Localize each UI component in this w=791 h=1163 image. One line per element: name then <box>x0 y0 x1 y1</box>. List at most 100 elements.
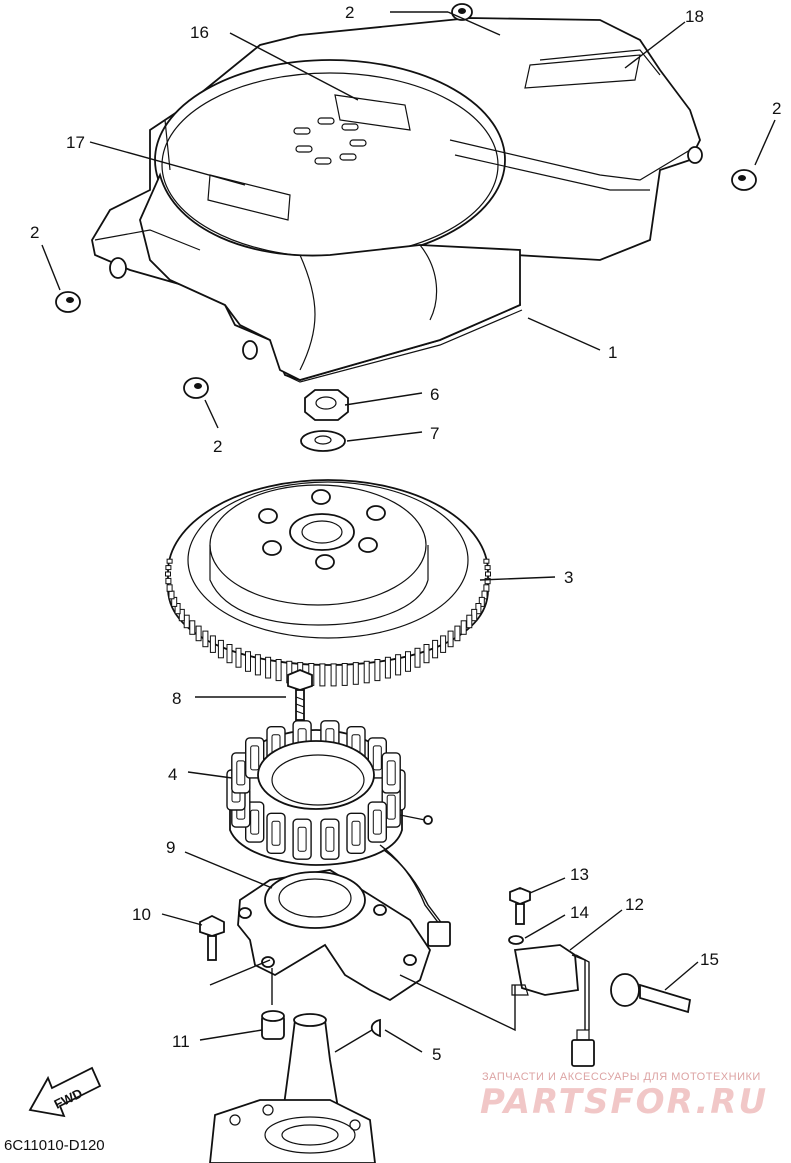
callout-7: 7 <box>430 424 439 443</box>
stator-coil-slot <box>325 826 335 852</box>
stator-coil-slot <box>250 745 260 771</box>
gear-tooth <box>363 660 370 684</box>
callout-labels: 2 16 18 17 2 2 1 2 6 7 3 8 4 9 10 11 5 1… <box>30 3 781 1064</box>
gear-tooth <box>484 565 491 571</box>
gear-tooth <box>423 644 430 664</box>
callout-2-right: 2 <box>772 99 781 118</box>
gear-tooth <box>374 659 381 682</box>
flywheel <box>165 479 491 687</box>
callout-10: 10 <box>132 905 151 924</box>
washer <box>300 430 346 452</box>
gear-tooth <box>245 651 251 672</box>
dowel-pin <box>261 1010 285 1040</box>
callout-2-left: 2 <box>30 223 39 242</box>
callout-4: 4 <box>168 765 177 784</box>
base-bolt <box>199 914 225 961</box>
gear-tooth <box>447 630 454 648</box>
callout-1: 1 <box>608 343 617 362</box>
gear-tooth <box>440 635 447 653</box>
callout-12: 12 <box>625 895 644 914</box>
callout-13: 13 <box>570 865 589 884</box>
gear-tooth <box>460 620 467 635</box>
gear-tooth <box>330 663 337 687</box>
diagram-code: 6C11010-D120 <box>4 1137 105 1154</box>
gear-tooth <box>275 659 282 682</box>
stator-coil <box>266 812 286 854</box>
stator-coil-slot <box>297 826 307 852</box>
rectifier-12 <box>511 944 595 1067</box>
stator-coil-slot <box>386 760 396 786</box>
stator-coil-slot <box>372 809 382 835</box>
callout-18: 18 <box>685 7 704 26</box>
assembly-line-left <box>209 959 273 1005</box>
stator-coil-slot <box>351 820 361 846</box>
gear-tooth <box>166 584 173 592</box>
decal-17 <box>207 174 291 221</box>
callout-11: 11 <box>172 1032 190 1051</box>
gear-tooth <box>254 654 261 676</box>
gear-tooth <box>352 662 359 685</box>
callout-8: 8 <box>172 689 181 708</box>
gear-tooth <box>384 656 391 679</box>
gear-tooth <box>478 596 485 607</box>
gear-tooth <box>454 625 461 642</box>
gear-tooth <box>226 644 233 664</box>
callout-14: 14 <box>570 903 589 922</box>
stator-coil <box>381 752 401 794</box>
cable-tie-15 <box>610 973 692 1014</box>
callout-2-bottom: 2 <box>213 437 222 456</box>
gear-tooth <box>483 558 490 564</box>
stator-coil-slot <box>386 794 396 820</box>
gear-tooth <box>265 656 272 679</box>
stator-base <box>237 869 431 1002</box>
callout-17: 17 <box>66 133 85 152</box>
washer-14 <box>508 935 524 945</box>
watermark-tagline: ЗАПЧАСТИ И АКСЕССУАРЫ ДЛЯ МОТОТЕХНИКИ <box>482 1071 761 1083</box>
grommet-bottom <box>183 377 209 399</box>
crankshaft <box>209 1013 376 1163</box>
gear-tooth <box>483 584 490 592</box>
fwd-arrow-icon: FWD <box>28 1066 102 1118</box>
gear-tooth <box>395 654 402 676</box>
gear-tooth <box>475 603 482 615</box>
stator-coil <box>292 818 312 860</box>
flywheel-bolt <box>287 669 313 721</box>
gear-tooth <box>485 571 491 577</box>
stator-coil <box>320 818 340 860</box>
watermark: ЗАПЧАСТИ И АКСЕССУАРЫ ДЛЯ МОТОТЕХНИКИ PA… <box>480 1071 768 1122</box>
gear-tooth <box>209 635 216 653</box>
stator-coil-slot <box>236 760 246 786</box>
stator-coil-slot <box>372 745 382 771</box>
stator-coil-slot <box>250 809 260 835</box>
gear-tooth <box>405 651 411 672</box>
gear-tooth <box>183 614 190 629</box>
assembly-line-right <box>399 974 516 1032</box>
gear-tooth <box>432 639 439 659</box>
nut <box>304 389 349 421</box>
grommet-right <box>731 169 757 191</box>
stator-coil-slot <box>271 820 281 846</box>
watermark-brand: PARTSFOR.RU <box>480 1082 768 1122</box>
gear-tooth <box>178 608 185 622</box>
callout-5: 5 <box>432 1045 441 1064</box>
gear-tooth <box>235 647 242 668</box>
callout-15: 15 <box>700 950 719 969</box>
callout-6: 6 <box>430 385 439 404</box>
gear-tooth <box>166 558 173 564</box>
gear-tooth <box>319 663 326 687</box>
stator <box>226 720 451 947</box>
gear-tooth <box>202 630 209 648</box>
screw-13 <box>509 887 531 925</box>
gear-tooth <box>484 577 491 585</box>
leader-lines <box>41 11 776 1053</box>
gear-tooth <box>341 663 348 686</box>
callout-16: 16 <box>190 23 209 42</box>
gear-tooth <box>189 620 196 635</box>
callout-3: 3 <box>564 568 573 587</box>
gear-tooth <box>165 577 172 585</box>
gear-tooth <box>217 639 224 659</box>
gear-tooth <box>168 590 175 600</box>
gear-tooth <box>165 571 171 577</box>
decal-16 <box>334 94 411 131</box>
gear-tooth <box>414 647 421 668</box>
